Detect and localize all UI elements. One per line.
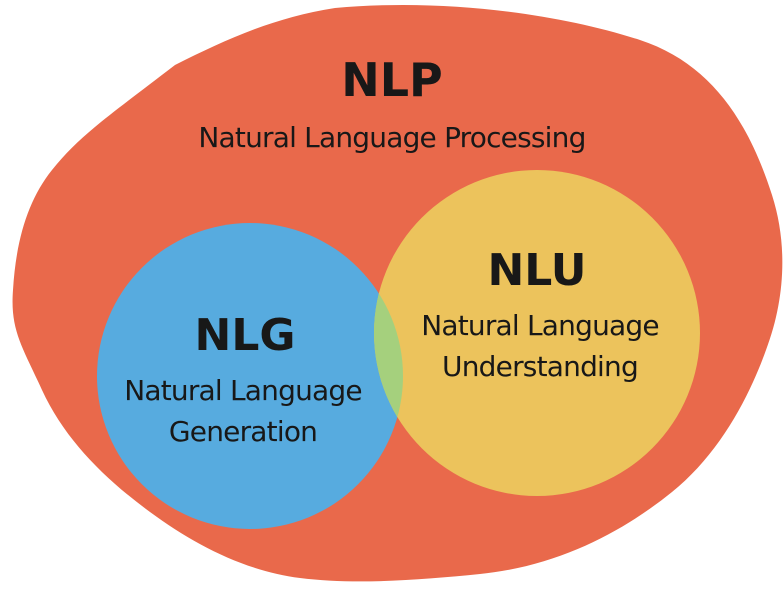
nlg-region-circle [97, 223, 403, 529]
nlu-region-circle [374, 170, 700, 496]
